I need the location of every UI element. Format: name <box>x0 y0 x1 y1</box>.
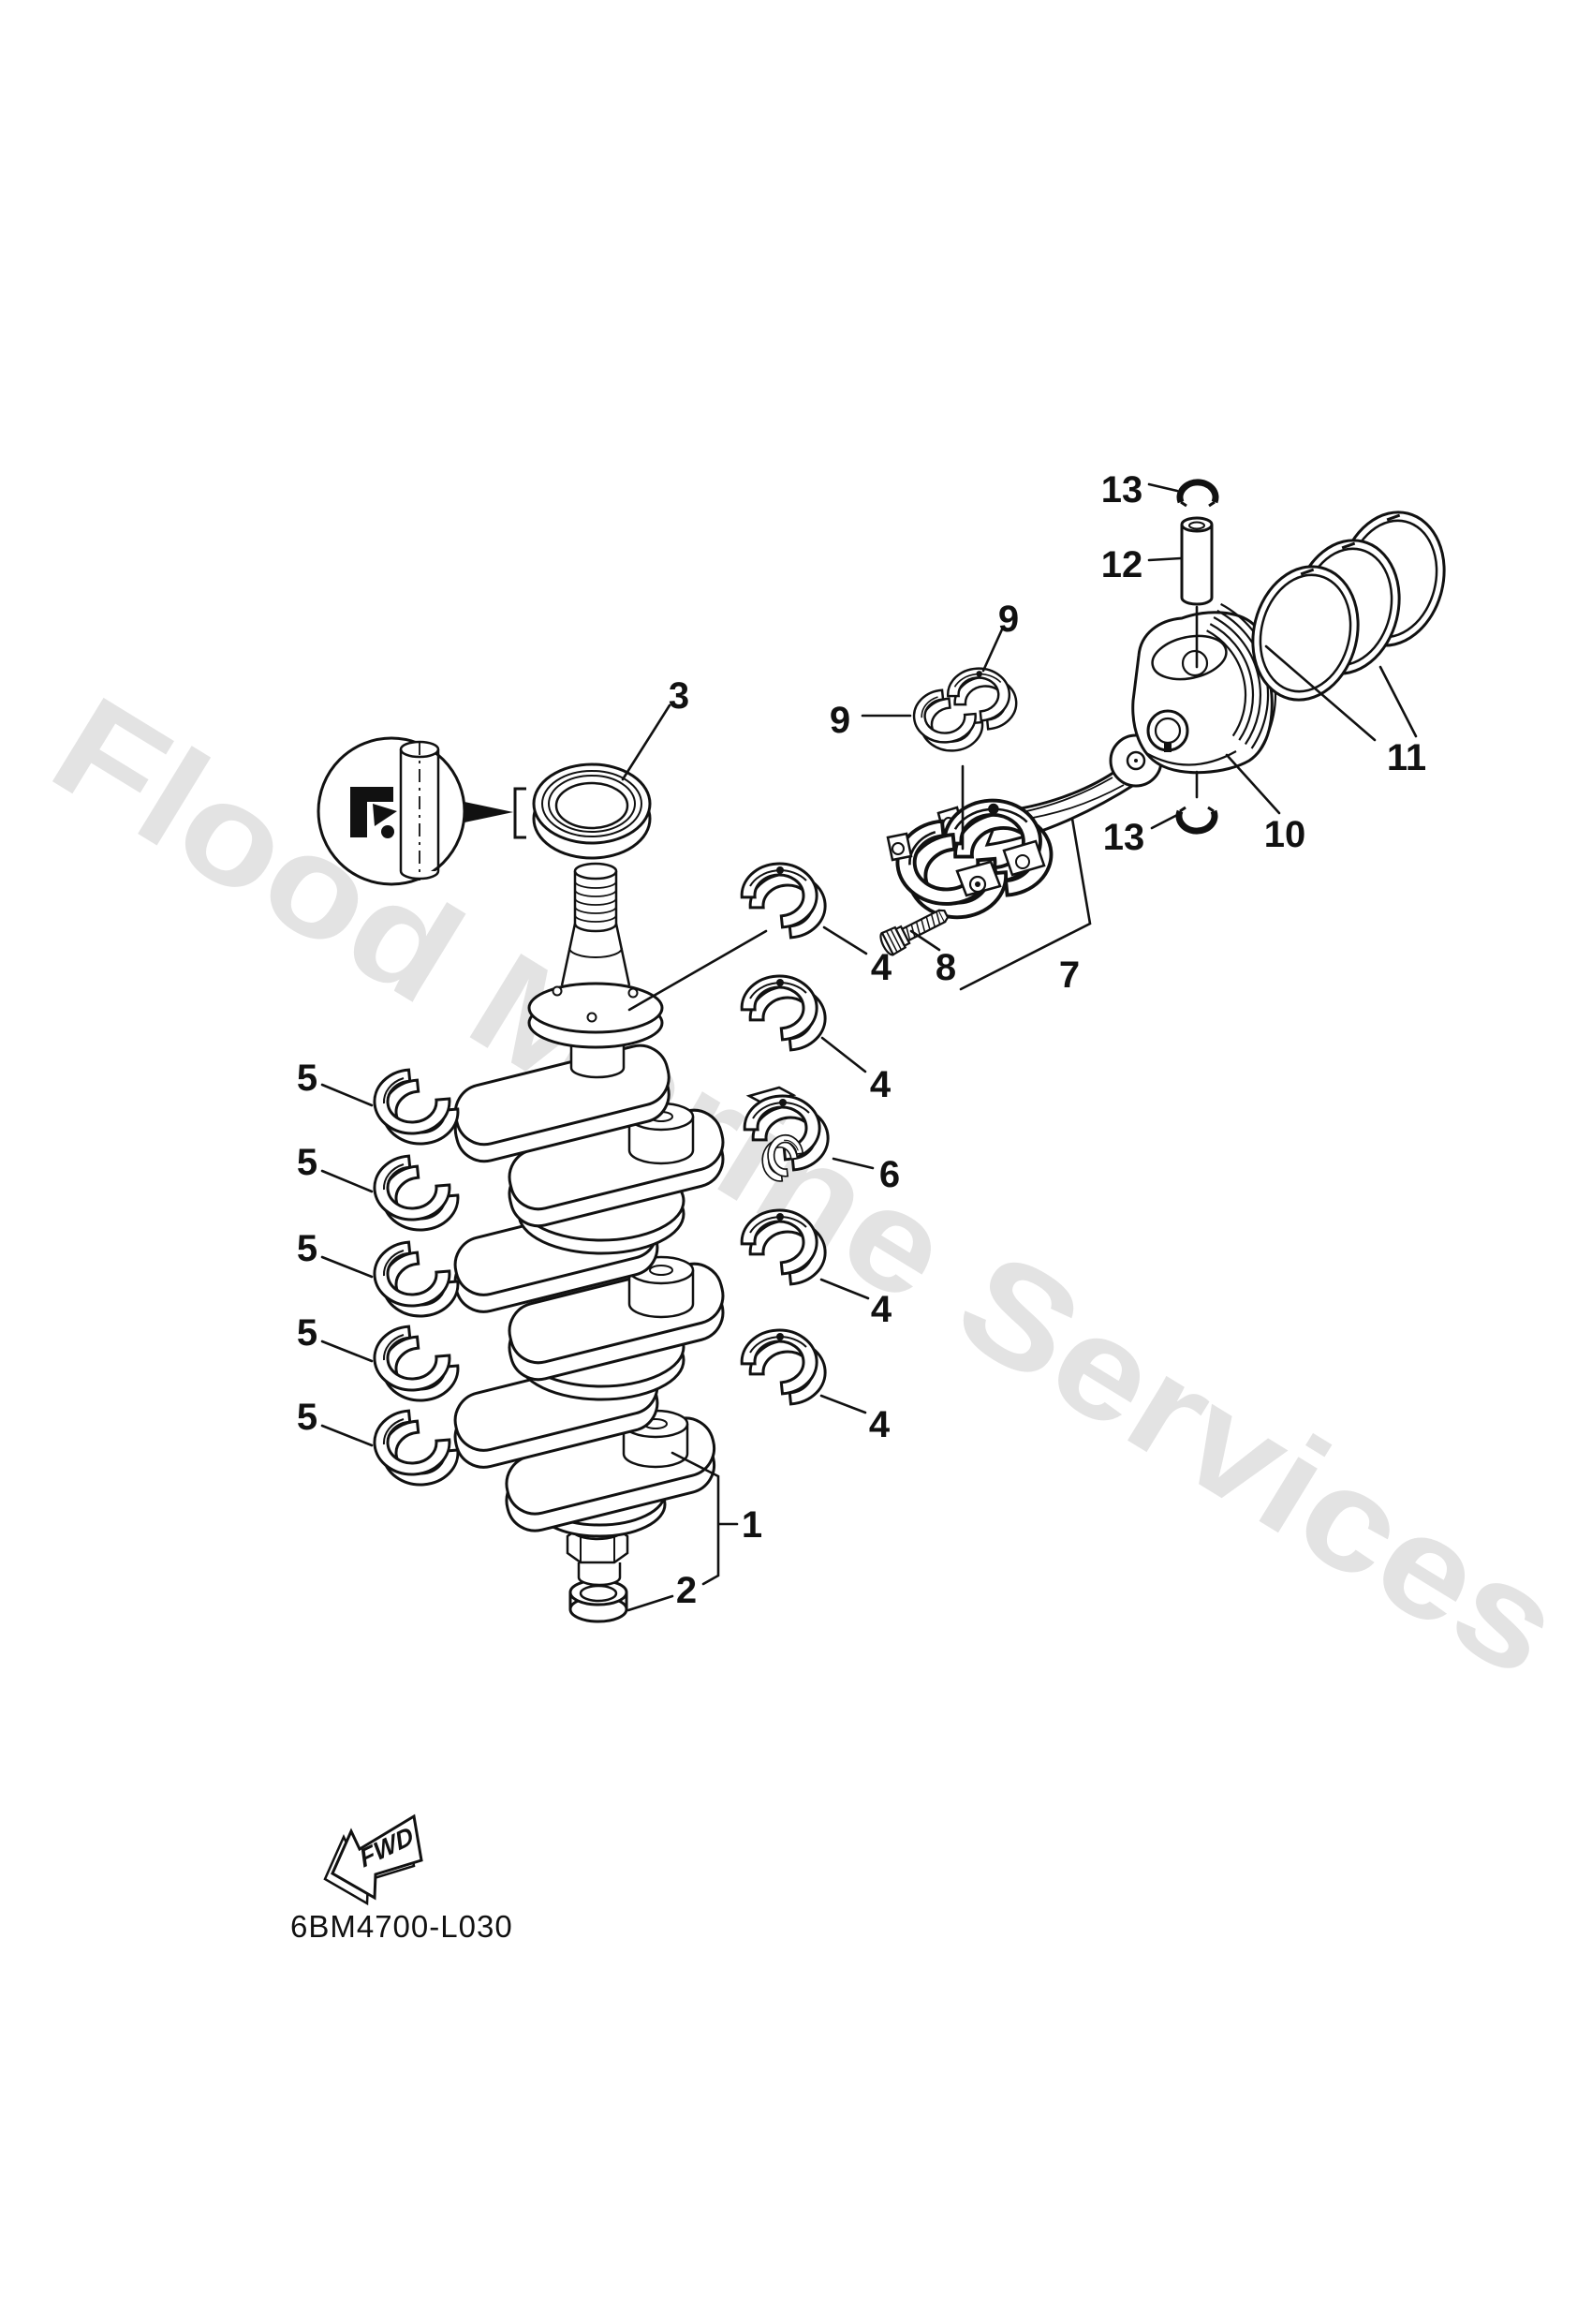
install-direction-arrow-icon <box>464 787 526 839</box>
callout-label-6: 6 <box>879 1154 900 1195</box>
diagram-part-code: 6BM4700-L030 <box>290 1909 513 1944</box>
callout-label-8: 8 <box>936 947 956 988</box>
callout-label-1: 1 <box>742 1504 762 1546</box>
callout-label-9a: 9 <box>998 599 1019 640</box>
callout-label-9b: 9 <box>830 700 850 741</box>
callout-label-12: 12 <box>1101 544 1143 585</box>
piston-rings-part-11 <box>1251 511 1446 702</box>
circlip-bottom-part-13 <box>1175 806 1218 835</box>
callout-label-5b: 5 <box>297 1142 317 1183</box>
thrust-bearing-part-6 <box>743 1086 830 1183</box>
seal-cross-section-icon <box>350 787 393 837</box>
seal-detail-circle <box>317 736 466 886</box>
callout-label-11: 11 <box>1387 737 1426 778</box>
callout-label-5c: 5 <box>297 1228 317 1269</box>
main-bearing-set-part-5 <box>373 1068 460 1487</box>
callout-label-7: 7 <box>1059 955 1080 996</box>
callout-label-3: 3 <box>669 675 689 717</box>
callout-label-2: 2 <box>676 1570 697 1611</box>
callout-label-5a: 5 <box>297 1058 317 1099</box>
callout-label-5e: 5 <box>297 1397 317 1438</box>
circlip-top-part-13 <box>1176 479 1219 508</box>
callout-label-5d: 5 <box>297 1312 317 1354</box>
callout-label-4d: 4 <box>869 1404 891 1445</box>
watermark-text: Flood Marine Services <box>27 666 1577 1708</box>
fwd-arrow-icon: FWD <box>323 1813 423 1906</box>
piston-pin-part-12 <box>1180 516 1214 606</box>
crankshaft-part-1 <box>453 862 725 1587</box>
callout-label-4a: 4 <box>871 947 892 988</box>
callout-label-10: 10 <box>1264 814 1306 855</box>
callout-label-4c: 4 <box>871 1289 892 1330</box>
callout-label-13b: 13 <box>1103 817 1145 858</box>
callout-label-13a: 13 <box>1101 469 1143 511</box>
callout-label-4b: 4 <box>870 1064 892 1105</box>
collar-part-2 <box>568 1578 628 1623</box>
leader-lines <box>320 482 1418 1612</box>
oil-seal-part-3 <box>532 762 652 860</box>
rod-bearing-part-9 <box>912 667 1018 752</box>
piston-part-10 <box>1131 602 1277 775</box>
